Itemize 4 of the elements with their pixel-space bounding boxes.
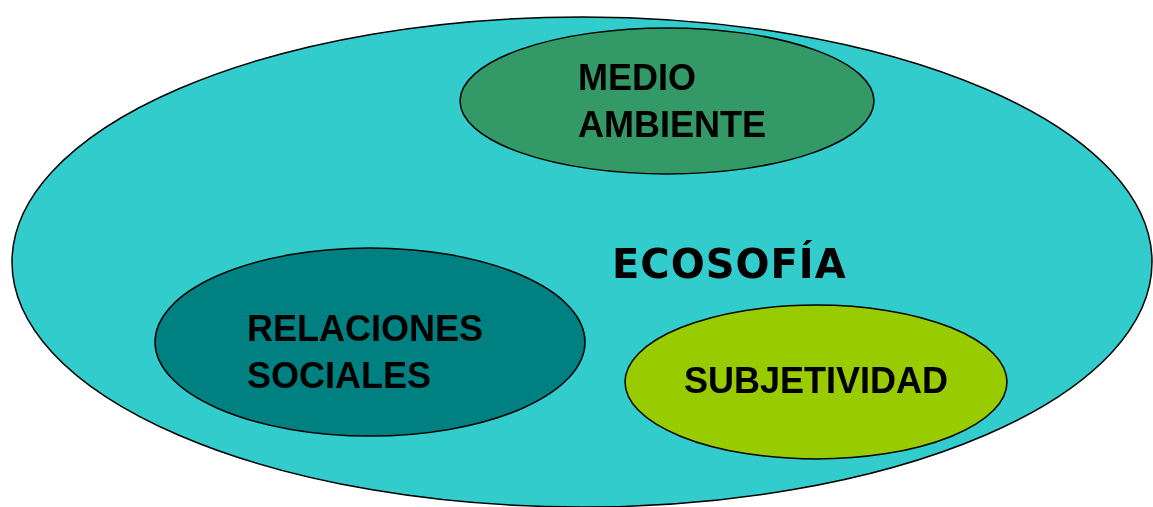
ellipse-label: MEDIO AMBIENTE — [578, 56, 767, 147]
ellipse-label: ECOSOFÍA — [612, 239, 848, 289]
ellipse-label: SUBJETIVIDAD — [682, 359, 949, 403]
ellipse-label: RELACIONES SOCIALES — [247, 307, 485, 398]
